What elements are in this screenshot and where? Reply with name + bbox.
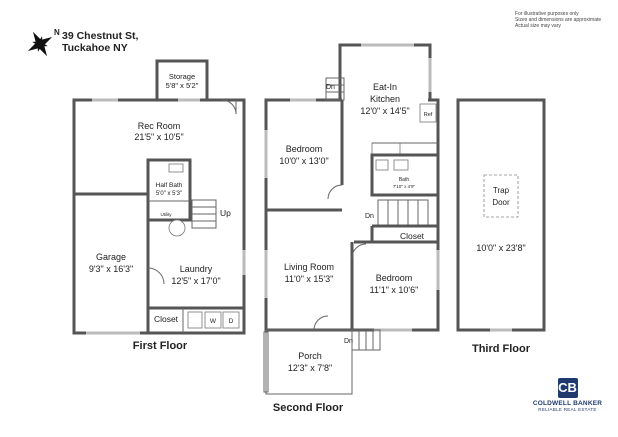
- address-line-2: Tuckahoe NY: [62, 42, 128, 54]
- second-floor-title: Second Floor: [273, 402, 344, 414]
- bedroom-b-dims: 11'1" x 10'6": [370, 285, 419, 295]
- laundry-name: Laundry: [180, 264, 213, 274]
- bath-dims: 7'10" x 4'9": [393, 184, 416, 189]
- third-floor-dims: 10'0" x 23'8": [476, 243, 525, 253]
- porch-dims: 12'3" x 7'8": [288, 363, 332, 373]
- third-floor-outline: [456, 98, 546, 332]
- sink-icon: [168, 163, 184, 173]
- center-stairs-dn-label: Dn: [365, 213, 374, 220]
- sink-utility-icon: [187, 311, 203, 329]
- washer-icon: [204, 311, 222, 329]
- first-floor-outline: [72, 98, 246, 335]
- trap-door-line-1: Trap: [493, 186, 510, 195]
- second-floor-plan: Dn Eat-In Kitchen 12'0" x 14'5" Ref Bedr…: [263, 43, 440, 414]
- third-floor-title: Third Floor: [472, 343, 531, 355]
- trap-door-line-2: Door: [492, 198, 510, 207]
- rec-room-name: Rec Room: [138, 121, 181, 131]
- first-floor-title: First Floor: [133, 340, 188, 352]
- porch-name: Porch: [298, 351, 322, 361]
- storage-dims: 5'8" x 5'2": [166, 81, 199, 90]
- porch-steps: [351, 329, 381, 351]
- utility-tank-icon: [168, 219, 186, 237]
- trap-door-outline: [483, 174, 519, 218]
- bedroom-b-name: Bedroom: [376, 273, 413, 283]
- bedroom-a-dims: 10'0" x 13'0": [279, 156, 328, 166]
- rec-room-dims: 21'5" x 10'5": [134, 132, 183, 142]
- porch-stairs-dn-label: Dn: [344, 338, 353, 345]
- half-bath-walls: [146, 158, 192, 222]
- kitchen-stairs-dn-label: Dn: [326, 84, 335, 91]
- kitchen-name-line-1: Eat-In: [373, 82, 397, 92]
- address-block: 39 Chestnut St, Tuckahoe NY: [62, 30, 138, 54]
- brand-subtitle: RELIABLE REAL ESTATE: [538, 407, 597, 412]
- bath-walls: [370, 153, 440, 197]
- garage-name: Garage: [96, 252, 126, 262]
- storage-name: Storage: [169, 72, 195, 81]
- dryer-icon: [222, 311, 240, 329]
- garage-dims: 9'3" x 16'3": [89, 264, 133, 274]
- disclaimer-line-2: Sizes and dimensions are approximate: [515, 17, 602, 23]
- washer-label: W: [210, 318, 217, 325]
- second-floor-closet-label: Closet: [400, 231, 425, 241]
- living-room-dims: 11'0" x 15'3": [285, 274, 334, 284]
- refrigerator-label: Ref: [424, 112, 433, 118]
- half-bath-dims: 5'0" x 5'3": [156, 191, 182, 197]
- disclaimer-line-1: For illustrative purposes only: [515, 11, 579, 17]
- disclaimer-line-3: Actual size may vary: [515, 23, 561, 29]
- compass-rose-icon: N: [27, 28, 60, 57]
- address-line-1: 39 Chestnut St,: [62, 30, 139, 42]
- stove-icon: [371, 142, 401, 156]
- brand-name: COLDWELL BANKER: [532, 400, 603, 407]
- first-floor-closet-label: Closet: [154, 314, 179, 324]
- laundry-dims: 12'5" x 17'0": [171, 276, 220, 286]
- bath-name: Bath: [399, 177, 410, 183]
- refrigerator-icon: [419, 103, 437, 123]
- half-bath-name: Half Bath: [156, 182, 183, 189]
- disclaimer: For illustrative purposes only Sizes and…: [515, 11, 601, 29]
- first-floor-stairs: [191, 199, 217, 229]
- center-stairs: [377, 199, 429, 227]
- compass-north-label: N: [54, 28, 60, 37]
- stairs-up-label: Up: [220, 208, 231, 218]
- living-room-name: Living Room: [284, 262, 334, 272]
- brand-mark-icon: CB: [557, 378, 578, 398]
- dryer-label: D: [229, 318, 234, 325]
- kitchen-stairs: [325, 77, 345, 101]
- third-floor-plan: Trap Door 10'0" x 23'8" Third Floor: [456, 98, 546, 355]
- first-floor-plan: Storage 5'8" x 5'2" Rec Room 21'5" x 10'…: [72, 59, 246, 352]
- kitchen-name-line-2: Kitchen: [370, 94, 400, 104]
- porch-outline: [265, 329, 353, 395]
- bedroom-a-name: Bedroom: [286, 144, 323, 154]
- kitchen-dims: 12'0" x 14'5": [360, 106, 409, 116]
- brand-logo: CB COLDWELL BANKER RELIABLE REAL ESTATE: [530, 378, 605, 412]
- utility-label: Utility: [161, 212, 173, 217]
